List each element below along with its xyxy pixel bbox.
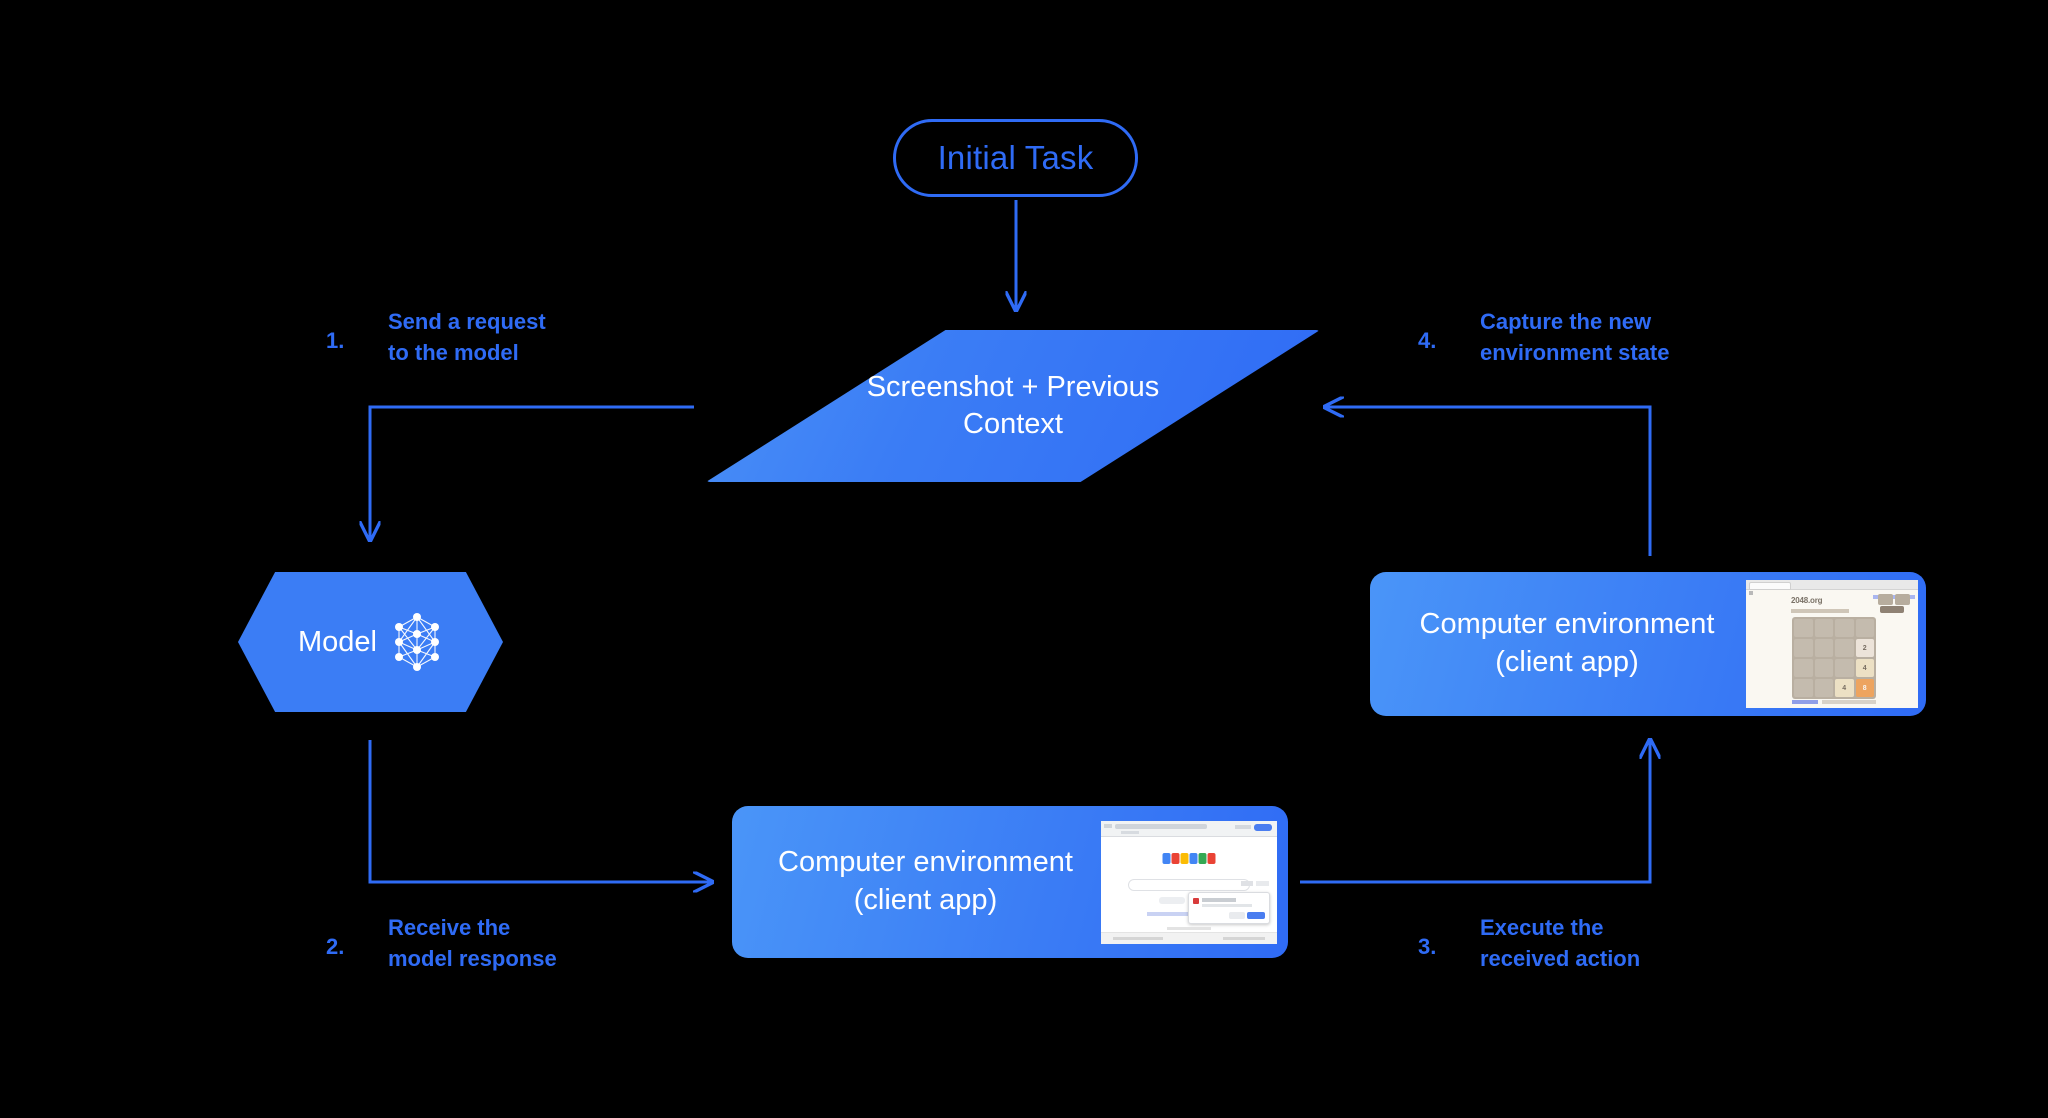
sign-in-button (1254, 823, 1272, 831)
step-annotation-4: 4. Capture the new environment state (1418, 307, 1670, 369)
screenshot-context-label: Screenshot + Previous Context (706, 330, 1320, 482)
grid-cell (1794, 659, 1813, 677)
search-icons (1241, 880, 1253, 886)
logo-letter (1180, 852, 1189, 864)
step-4-number: 4. (1418, 328, 1437, 353)
grid-cell (1835, 639, 1854, 657)
footer-links-right (1223, 936, 1265, 940)
env-bottom-line-2: (client app) (853, 884, 998, 916)
grid-cell (1814, 619, 1833, 637)
game-2048-screenshot: 2048.org 2 (1746, 580, 1918, 708)
google-logo (1162, 852, 1216, 864)
env-right-line-2: (client app) (1495, 646, 1639, 678)
dialog-primary-button (1247, 911, 1265, 919)
step-3-number: 3. (1418, 934, 1437, 959)
logo-letter (1207, 852, 1216, 864)
env-right-thumbnail: 2048.org 2 (1746, 580, 1918, 708)
browser-chrome-bar (1746, 580, 1918, 590)
score-boxes (1878, 594, 1910, 605)
grid-tile: 4 (1835, 679, 1854, 697)
footer-link (1792, 700, 1818, 704)
initial-task-node: Initial Task (893, 119, 1138, 197)
env-bottom-line-1: Computer environment (778, 846, 1073, 879)
grid-cell (1794, 639, 1813, 657)
address-bar (1115, 823, 1207, 829)
footer-text (1822, 700, 1876, 704)
context-line-2: Context (963, 408, 1063, 440)
logo-letter (1162, 852, 1171, 864)
toolbar-icons (1235, 824, 1251, 829)
context-line-1: Screenshot + Previous (866, 370, 1160, 403)
dialog-icon (1193, 897, 1199, 904)
game-site-title: 2048.org (1791, 596, 1823, 605)
browser-tab (1749, 581, 1791, 590)
popup-dialog (1188, 891, 1270, 924)
grid-cell (1814, 659, 1833, 677)
grid-tile: 2 (1855, 639, 1874, 657)
grid-cell (1814, 679, 1833, 697)
connector-model-to-env-bottom (368, 740, 712, 882)
search-label (1256, 880, 1269, 886)
page-footer (1792, 700, 1876, 705)
game-grid: 2 4 4 8 (1792, 617, 1876, 699)
step-annotation-2: 2. Receive the model response (326, 913, 557, 975)
google-search-screenshot (1101, 820, 1277, 944)
page-footer (1101, 931, 1277, 944)
env-right-line-1: Computer environment (1419, 608, 1715, 641)
dialog-title (1202, 897, 1236, 902)
logo-letter (1171, 852, 1180, 864)
browser-nav-buttons (1104, 823, 1112, 828)
connector-env-bottom-to-env-right (1300, 740, 1650, 884)
step-2-number: 2. (326, 934, 345, 959)
header-links (1873, 595, 1915, 599)
step-1-text: Send a request to the model (388, 309, 546, 365)
dialog-body (1202, 903, 1252, 907)
address-bar-subtext (1121, 830, 1139, 834)
score-box (1878, 594, 1893, 605)
grid-cell (1835, 659, 1854, 677)
grid-cell (1794, 679, 1813, 697)
step-annotation-1: 1. Send a request to the model (326, 307, 546, 369)
env-bottom-label: Computer environment (client app) (732, 844, 1101, 919)
model-label: Model (298, 625, 377, 658)
best-score-box (1895, 594, 1910, 605)
connector-env-right-to-context (1325, 407, 1652, 556)
browser-chrome-bar (1101, 820, 1277, 837)
new-game-button (1880, 606, 1904, 613)
grid-cell (1814, 639, 1833, 657)
dialog-secondary-button (1229, 911, 1245, 919)
env-bottom-thumbnail (1101, 820, 1277, 944)
game-instructions (1791, 609, 1849, 613)
logo-letter (1198, 852, 1207, 864)
grid-cell (1794, 619, 1813, 637)
page-divider (1167, 926, 1211, 930)
logo-letter (1189, 852, 1198, 864)
screenshot-context-node: Screenshot + Previous Context (706, 330, 1320, 482)
computer-environment-node-right: Computer environment (client app) 2048.o… (1370, 572, 1926, 716)
step-3-text: Execute the received action (1480, 915, 1641, 971)
page-marker (1749, 591, 1753, 595)
search-input (1128, 878, 1250, 891)
grid-cell (1835, 619, 1854, 637)
hexagon-shape (238, 572, 503, 712)
grid-tile: 8 (1855, 679, 1874, 697)
grid-cell (1855, 619, 1874, 637)
connector-context-to-model (370, 405, 694, 540)
step-4-text: Capture the new environment state (1480, 309, 1670, 365)
google-search-button (1159, 896, 1185, 904)
step-1-number: 1. (326, 328, 345, 353)
model-node: Model (238, 572, 503, 712)
computer-environment-node-bottom: Computer environment (client app) (732, 806, 1288, 958)
env-right-label: Computer environment (client app) (1370, 606, 1746, 681)
footer-links-left (1113, 936, 1163, 940)
initial-task-label: Initial Task (937, 139, 1094, 176)
step-annotation-3: 3. Execute the received action (1418, 913, 1640, 975)
step-2-text: Receive the model response (388, 915, 557, 971)
neural-network-icon (395, 613, 439, 671)
grid-tile: 4 (1855, 659, 1874, 677)
